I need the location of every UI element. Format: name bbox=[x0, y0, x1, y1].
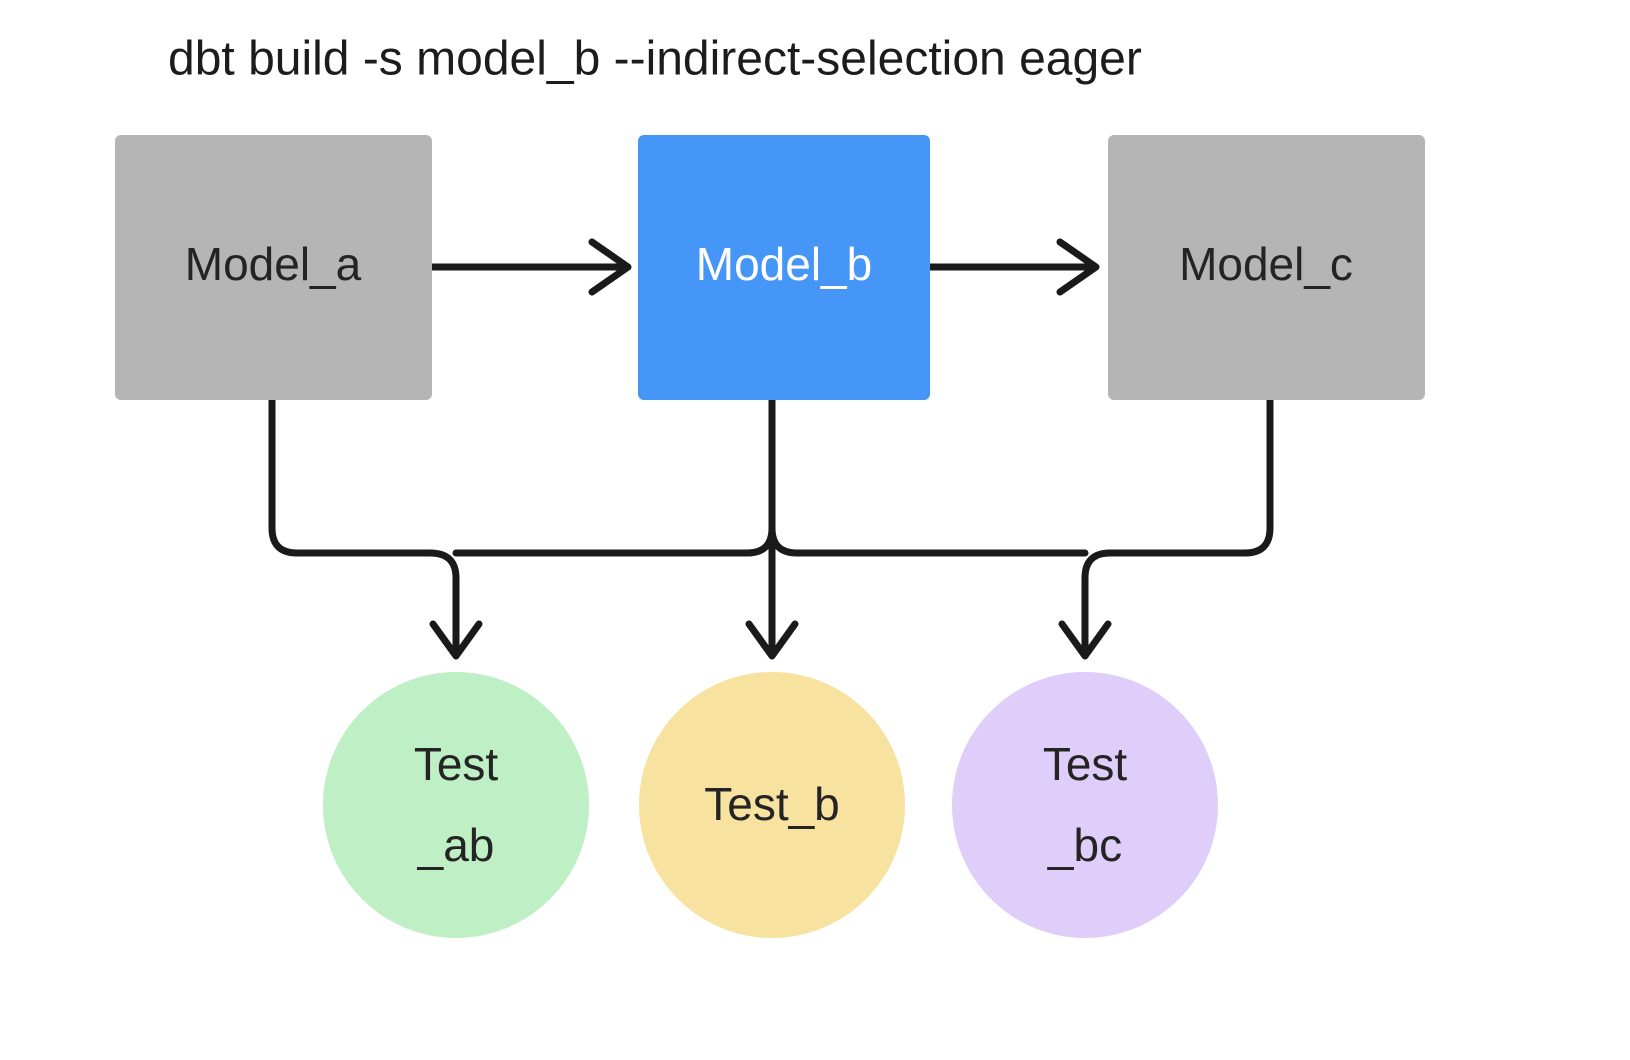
node-test-b-label-line1: Test_b bbox=[704, 778, 840, 830]
node-model-b[interactable]: Model_b bbox=[638, 135, 930, 400]
edge-model-a-to-test-ab bbox=[268, 396, 460, 652]
node-test-bc[interactable]: Test _bc bbox=[952, 672, 1218, 938]
edge-model-b-to-test-bc bbox=[768, 524, 1089, 557]
node-model-b-shape[interactable] bbox=[638, 135, 930, 400]
node-test-ab-shape[interactable] bbox=[323, 672, 589, 938]
edge-model-c-to-test-bc bbox=[1081, 396, 1274, 652]
edge-model-b-to-test-ab bbox=[452, 524, 776, 557]
arrowhead-test-b-icon bbox=[745, 620, 799, 660]
node-test-bc-shape[interactable] bbox=[952, 672, 1218, 938]
node-test-ab-label-line1: Test bbox=[414, 738, 499, 790]
node-test-b-shape[interactable] bbox=[639, 672, 905, 938]
arrowhead-model-b-icon bbox=[588, 238, 632, 296]
edge-layer bbox=[268, 238, 1274, 660]
node-model-c-shape[interactable] bbox=[1108, 135, 1425, 400]
node-test-b[interactable]: Test_b bbox=[639, 672, 905, 938]
diagram-title: dbt build -s model_b --indirect-selectio… bbox=[168, 33, 1142, 86]
arrowhead-test-bc-icon bbox=[1058, 620, 1112, 660]
node-model-a-shape[interactable] bbox=[115, 135, 432, 400]
node-model-c-label: Model_c bbox=[1179, 238, 1353, 290]
node-model-a-label: Model_a bbox=[185, 238, 362, 290]
node-model-b-label: Model_b bbox=[696, 238, 872, 290]
test-node-layer: Test _ab Test_b Test _bc bbox=[323, 672, 1218, 938]
node-test-ab[interactable]: Test _ab bbox=[323, 672, 589, 938]
arrowhead-test-ab-icon bbox=[429, 620, 483, 660]
node-model-c[interactable]: Model_c bbox=[1108, 135, 1425, 400]
arrowhead-model-c-icon bbox=[1056, 238, 1100, 296]
node-test-ab-label-line2: _ab bbox=[417, 819, 495, 871]
model-node-layer: Model_a Model_b Model_c bbox=[115, 135, 1425, 400]
node-test-bc-label-line1: Test bbox=[1043, 738, 1128, 790]
node-test-bc-label-line2: _bc bbox=[1047, 819, 1122, 871]
node-model-a[interactable]: Model_a bbox=[115, 135, 432, 400]
